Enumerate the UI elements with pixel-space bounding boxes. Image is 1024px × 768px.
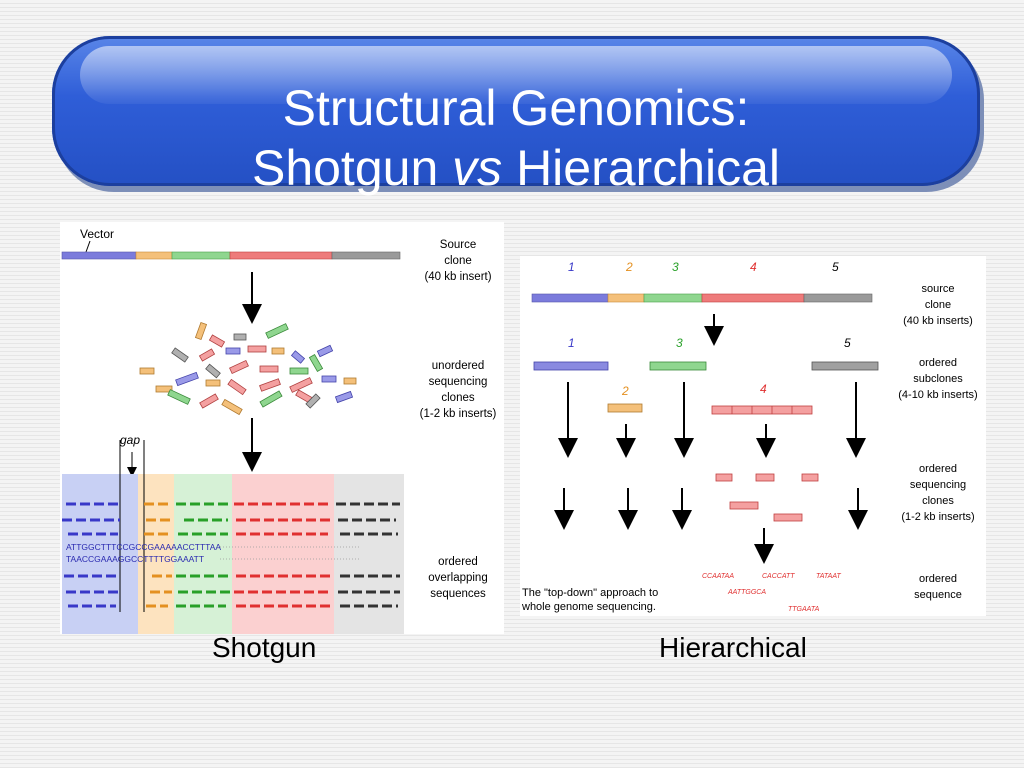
svg-text:clones: clones [441,392,474,404]
seq-line-2: TAACCGAAAGGCCTTTTGGAAATT [66,554,204,564]
seqclone-arrows [554,488,868,564]
svg-text:4: 4 [760,382,767,396]
title-shotgun: Shotgun [251,140,439,196]
subclone-arrows [558,382,866,458]
caption-shotgun: Shotgun [212,632,317,663]
label-ordered-overlapping: ordered overlapping sequences [428,556,487,600]
svg-text:CCAATAA: CCAATAA [702,573,734,580]
svg-text:2: 2 [621,384,629,398]
svg-text:source: source [921,283,954,295]
top-down-note: The "top-down" approach to whole genome … [521,587,658,613]
svg-text:TTGAATA: TTGAATA [788,606,820,613]
svg-text:(40 kb insert): (40 kb insert) [424,271,491,283]
svg-text:AATTGGCA: AATTGGCA [727,589,766,596]
segment-numbers-mid: 1 3 5 2 4 [568,336,851,398]
source-clone-bar [61,251,401,260]
sequencing-clone-bars [715,473,819,522]
svg-text:3: 3 [676,336,683,350]
title-gloss [80,46,952,104]
svg-text:4: 4 [750,260,757,274]
svg-text:unordered: unordered [432,360,484,372]
svg-text:Source: Source [440,239,476,251]
svg-text:(40 kb inserts): (40 kb inserts) [903,315,973,327]
svg-text:sequence: sequence [914,589,962,601]
svg-text:3: 3 [672,260,679,274]
vector-label: Vector [80,227,114,241]
svg-text:clone: clone [925,299,951,311]
title-hierarchical: Hierarchical [516,140,781,196]
hierarchical-svg: 1 2 3 4 5 source clone (40 kb inserts) 1… [521,260,978,613]
hier-source-clone-bar [531,293,873,303]
title-line-2: Shotgun vs Hierarchical [52,138,980,198]
svg-text:subclones: subclones [913,373,963,385]
caption-hierarchical: Hierarchical [659,632,807,663]
svg-text:1: 1 [568,260,575,274]
svg-text:sequencing: sequencing [429,376,488,388]
seq-line-1: ATTGGCTTTCCGCCGAAAAACCTTTAA [66,542,221,552]
svg-text:(1-2 kb inserts): (1-2 kb inserts) [901,511,974,523]
svg-text:(4-10 kb inserts): (4-10 kb inserts) [898,389,977,401]
svg-text:1: 1 [568,336,575,350]
slide-title: Structural Genomics: Shotgun vs Hierarch… [52,78,980,198]
svg-text:clone: clone [444,255,472,267]
label-hier-source: source clone (40 kb inserts) [903,283,973,327]
ordered-sequence-fragments: CCAATAA CACCATT TATAAT AATTGGCA TTGAATA [702,573,841,613]
svg-text:ordered: ordered [919,357,957,369]
label-seq-clones: ordered sequencing clones (1-2 kb insert… [901,463,974,523]
svg-text:sequencing: sequencing [910,479,966,491]
shotgun-diagram: Vector Source clone (40 kb insert) [60,222,504,634]
ordered-overlapping-area: ATTGGCTTTCCGCCGAAAAACCTTTAA TAACCGAAAGGC… [62,440,404,634]
svg-text:ordered: ordered [438,556,478,568]
unordered-clones [139,321,357,416]
svg-text:5: 5 [832,260,839,274]
label-ordered-subclones: ordered subclones (4-10 kb inserts) [898,357,977,401]
label-ordered-sequence: ordered sequence [914,573,962,601]
svg-text:5: 5 [844,336,851,350]
title-line-1: Structural Genomics: [282,80,750,136]
gap-label: gap [120,433,140,447]
svg-text:whole genome sequencing.: whole genome sequencing. [521,601,656,613]
subclone-bars [533,361,879,415]
svg-text:clones: clones [922,495,954,507]
label-unordered-clones: unordered sequencing clones (1-2 kb inse… [420,360,497,420]
svg-text:ordered: ordered [919,463,957,475]
shotgun-svg: Vector Source clone (40 kb insert) [61,227,497,634]
svg-text:(1-2 kb inserts): (1-2 kb inserts) [420,408,497,420]
segment-numbers-top: 1 2 3 4 5 [568,260,839,274]
svg-text:overlapping: overlapping [428,572,487,584]
svg-text:CACCATT: CACCATT [762,573,795,580]
svg-text:2: 2 [625,260,633,274]
svg-text:sequences: sequences [430,588,486,600]
title-banner: Structural Genomics: Shotgun vs Hierarch… [52,36,980,196]
svg-text:ordered: ordered [919,573,957,585]
hierarchical-diagram: 1 2 3 4 5 source clone (40 kb inserts) 1… [520,256,986,616]
svg-text:The "top-down" approach to: The "top-down" approach to [522,587,658,599]
title-vs: vs [452,140,503,196]
label-source-clone: Source clone (40 kb insert) [424,239,491,283]
svg-text:TATAAT: TATAAT [816,573,841,580]
